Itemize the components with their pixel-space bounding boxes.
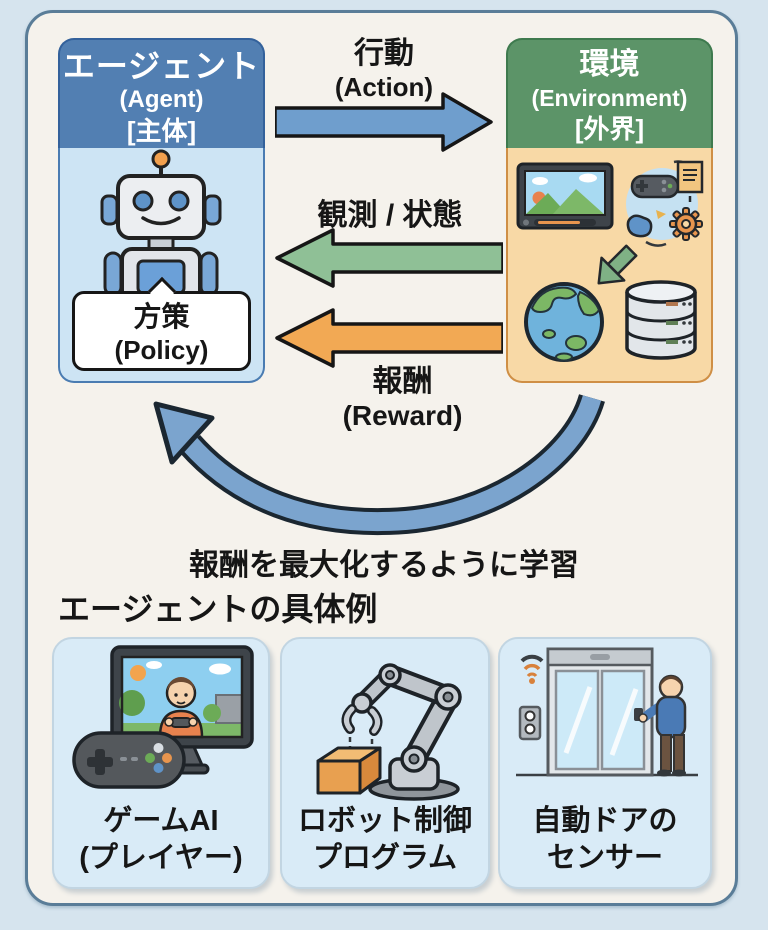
door-control-panel-icon xyxy=(518,705,542,741)
agent-header: エージェント (Agent) [主体] xyxy=(58,38,265,148)
example-label-line2: センサー xyxy=(546,842,663,874)
player-icon xyxy=(158,677,204,739)
gamepad-icon xyxy=(72,731,186,789)
down-left-arrow-icon xyxy=(597,244,638,285)
example-label-line1: ゲームAI xyxy=(103,805,219,837)
gear-icon xyxy=(669,207,703,241)
environment-role-tag: [外界] xyxy=(574,114,645,144)
sensor-icon xyxy=(520,654,544,684)
action-arrow-icon xyxy=(275,92,493,152)
reward-label: 報酬 xyxy=(372,365,433,398)
reward-arrow-label: 報酬 (Reward) xyxy=(290,364,515,432)
learning-loop-arrow-icon xyxy=(153,393,605,536)
agent-title: エージェント xyxy=(62,48,261,84)
example-robot-control-label: ロボット制御 プログラム xyxy=(282,803,488,877)
environment-title: 環境 xyxy=(579,48,640,81)
play-mark-icon xyxy=(656,210,666,219)
reward-sublabel: (Reward) xyxy=(342,400,463,431)
person-icon xyxy=(634,674,687,777)
observation-label: 観測 / 状態 xyxy=(317,199,463,232)
agent-box: エージェント (Agent) [主体] 方策 xyxy=(58,38,265,383)
environment-header: 環境 (Environment) [外界] xyxy=(506,38,713,148)
learning-loop-caption: 報酬を最大化するように学習 xyxy=(189,549,579,582)
action-sublabel: (Action) xyxy=(334,72,434,102)
policy-bubble: 方策 (Policy) xyxy=(72,276,251,371)
policy-title: 方策 xyxy=(133,301,190,332)
action-label: 行動 xyxy=(354,37,414,70)
examples-heading: エージェントの具体例 xyxy=(58,591,378,627)
landscape-monitor-icon xyxy=(516,162,614,230)
example-game-ai: ゲームAI (プレイヤー) xyxy=(52,637,270,889)
agent-subtitle: (Agent) xyxy=(119,86,204,113)
robot-antenna-icon xyxy=(151,149,171,169)
example-auto-door: 自動ドアの センサー xyxy=(498,637,712,889)
environment-body xyxy=(506,148,713,383)
example-label-line1: ロボット制御 xyxy=(297,805,472,837)
example-label-line1: 自動ドアの xyxy=(532,805,678,837)
example-game-ai-label: ゲームAI (プレイヤー) xyxy=(54,803,268,877)
box-icon xyxy=(316,746,382,795)
example-robot-control: ロボット制御 プログラム xyxy=(280,637,490,889)
policy-subtitle: (Policy) xyxy=(114,335,209,365)
agent-body: 方策 (Policy) xyxy=(58,148,265,383)
example-auto-door-label: 自動ドアの センサー xyxy=(500,803,710,877)
automatic-door-icon xyxy=(516,647,698,777)
map-blob-icon xyxy=(626,214,653,238)
action-arrow-label: 行動 (Action) xyxy=(270,36,498,102)
environment-subtitle: (Environment) xyxy=(531,85,688,111)
agent-role-tag: [主体] xyxy=(126,116,197,146)
gamepad-icon xyxy=(630,174,680,199)
example-label-line2: プログラム xyxy=(312,842,458,874)
example-label-line2: (プレイヤー) xyxy=(79,842,243,874)
robot-icon xyxy=(100,149,222,298)
game-ai-icon xyxy=(72,645,254,789)
game-cycle-icon xyxy=(626,160,704,247)
reward-arrow-icon xyxy=(275,308,503,368)
robot-arm-icon xyxy=(316,663,462,801)
globe-icon xyxy=(524,282,604,362)
gripper-icon xyxy=(341,704,383,736)
environment-box: 環境 (Environment) [外界] xyxy=(506,38,713,383)
document-icon xyxy=(676,160,704,202)
observation-arrow-icon xyxy=(275,228,503,288)
database-icon xyxy=(625,280,697,360)
